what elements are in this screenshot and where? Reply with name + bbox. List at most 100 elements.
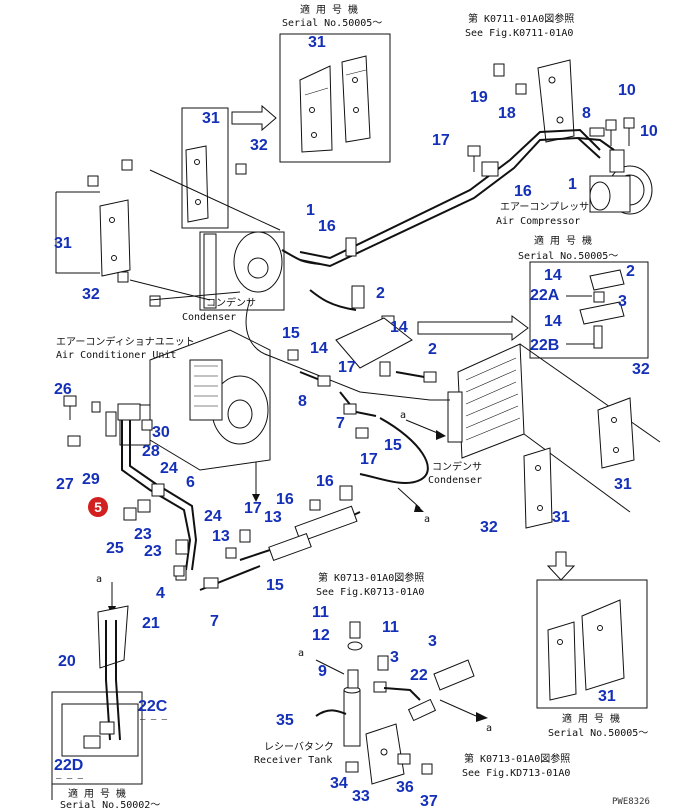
condenser-right <box>447 343 661 513</box>
part-label: 31 <box>552 509 570 526</box>
part-label: 22 <box>410 667 428 684</box>
part-label: 17 <box>338 359 356 376</box>
bracket-14-mid <box>335 317 413 377</box>
caption-serial-top-jp: 適 用 号 機 <box>300 3 358 16</box>
part-label: 22D <box>54 757 83 774</box>
part-label: 20 <box>58 653 76 670</box>
bracket-part-31-upper-left <box>99 145 209 277</box>
hose-1-top <box>577 127 615 151</box>
inset-top-frame <box>279 33 391 163</box>
part-label: 24 <box>204 508 222 525</box>
part-label: 3 <box>618 293 627 310</box>
clamp-assembly-center <box>173 485 358 577</box>
part-label: 31 <box>614 476 632 493</box>
part-label-5: 5 <box>94 499 102 515</box>
part-label: 6 <box>186 474 195 491</box>
arrow-down-to-bottom-inset <box>546 551 576 581</box>
caption-ac-unit: Air Conditioner Unit <box>56 350 176 361</box>
part-label: 16 <box>318 218 336 235</box>
part-label: 32 <box>82 286 100 303</box>
part-label: 7 <box>336 415 345 432</box>
highlight-marker-5 <box>88 497 108 517</box>
part-label: 16 <box>514 183 532 200</box>
part-label: 26 <box>54 381 72 398</box>
part-label: 14 <box>544 267 562 284</box>
caption-serial-bottom-right: Serial No.50005～ <box>548 728 648 739</box>
part-label: 17 <box>360 451 378 468</box>
part-label: 36 <box>396 779 414 796</box>
caption-fig-k0711-jp: 第 K0711-01A0図参照 <box>468 12 574 25</box>
part-label: 13 <box>212 528 230 545</box>
pipe-3-22-bottom <box>315 659 488 722</box>
part-label: 28 <box>142 443 160 460</box>
part-label: 10 <box>618 82 636 99</box>
hose-2-middle <box>245 249 450 401</box>
part-label: 21 <box>142 615 160 632</box>
bracket-part-31-bottom-right <box>547 599 625 701</box>
caption-condenser-right: Condenser <box>428 475 482 486</box>
part-label: 12 <box>312 627 330 644</box>
inset-serial-right-frame <box>529 261 649 359</box>
inset-right-hardware <box>566 269 625 349</box>
part-label: 27 <box>56 476 74 493</box>
flow-letter-a-5: a <box>486 723 492 734</box>
part-label: 2 <box>626 263 635 280</box>
dash-22c: — — — <box>140 715 168 725</box>
caption-air-compressor-jp: エアーコンプレッサ <box>500 201 589 213</box>
caption-serial-top: Serial No.50005～ <box>282 18 382 29</box>
part-label: 34 <box>330 775 348 792</box>
part-label: 3 <box>428 633 437 650</box>
part-label: 33 <box>352 788 370 805</box>
part-label: 8 <box>582 105 591 122</box>
part-label: 31 <box>308 34 326 51</box>
part-label: 17 <box>432 132 450 149</box>
caption-ac-unit-jp: エアーコンディショナユニット <box>56 335 195 348</box>
compressor-bracket-18 <box>493 59 575 143</box>
part-label: 25 <box>106 540 124 557</box>
part-label: 7 <box>210 613 219 630</box>
caption-fig-k0713-mid: See Fig.K0713-01A0 <box>316 587 424 598</box>
caption-condenser-left: Condenser <box>182 312 236 323</box>
arrow-to-right-inset <box>417 315 529 341</box>
part-label: 9 <box>318 663 327 680</box>
part-label: 1 <box>306 202 315 219</box>
caption-receiver-tank: Receiver Tank <box>254 755 332 766</box>
part-label: 10 <box>640 123 658 140</box>
air-compressor-drawing <box>589 149 653 215</box>
bracket-part-31-right <box>523 397 635 529</box>
part-label: 1 <box>568 176 577 193</box>
air-conditioner-unit <box>119 329 271 478</box>
flow-arrows <box>252 419 446 512</box>
caption-condenser-left-jp: コンデンサ <box>206 296 256 309</box>
inset-bottom-left-frame <box>51 691 143 785</box>
part-label: 15 <box>282 325 300 342</box>
part-label: 13 <box>264 509 282 526</box>
pipe-assembly-left <box>105 403 198 581</box>
part-label: 3 <box>390 649 399 666</box>
part-label: 30 <box>152 424 170 441</box>
part-label: 16 <box>316 473 334 490</box>
part-label: 4 <box>156 585 165 602</box>
part-label: 17 <box>244 500 262 517</box>
part-label: 2 <box>376 285 385 302</box>
part-label: 16 <box>276 491 294 508</box>
part-label: 8 <box>298 393 307 410</box>
receiver-tank <box>315 621 433 785</box>
hose-8-7-middle <box>299 371 377 417</box>
inset-bottom-right-frame <box>536 579 648 709</box>
part-label: 18 <box>498 105 516 122</box>
dash-22d: — — — <box>56 774 84 784</box>
part-label: 32 <box>250 137 268 154</box>
condenser-upper-left <box>129 169 285 311</box>
caption-fig-k0713-bot-jp: 第 K0713-01A0図参照 <box>464 752 570 765</box>
pipe-20-21 <box>83 582 129 749</box>
part-label: 11 <box>312 604 329 621</box>
caption-serial-bottom-left: Serial No.50002～ <box>60 800 160 808</box>
bolts-upper <box>87 117 635 307</box>
bracket-frame-left <box>55 192 100 274</box>
part-label: 32 <box>632 361 650 378</box>
caption-serial-bottom-left-jp: 適 用 号 機 <box>68 787 126 800</box>
caption-serial-right: Serial No.50005～ <box>518 251 618 262</box>
flow-letter-a-2: a <box>424 514 430 525</box>
